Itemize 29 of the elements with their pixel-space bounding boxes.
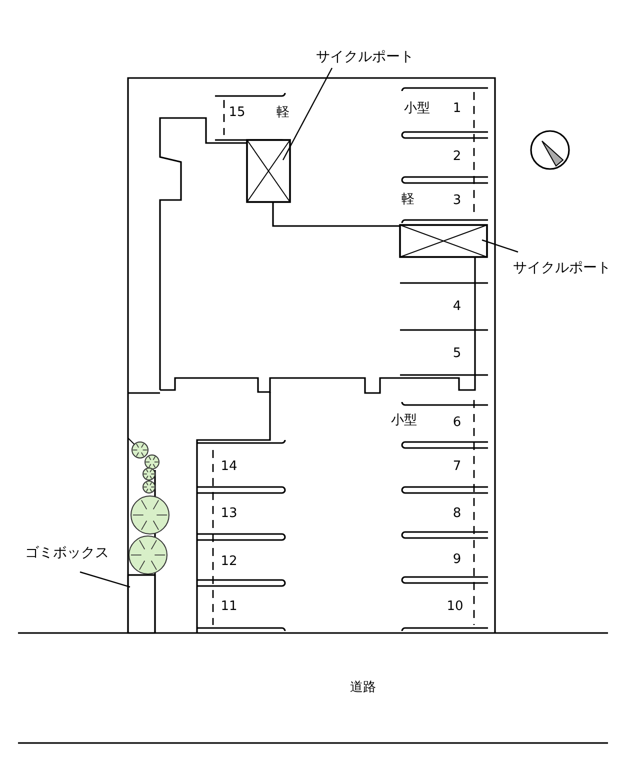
space-number: 14 (220, 459, 238, 475)
space-number: 11 (220, 599, 238, 615)
space-number: 10 (446, 599, 464, 615)
callout-label: サイクルポート (316, 49, 414, 65)
space-number: 5 (452, 346, 462, 362)
space-number: 15 (228, 105, 246, 121)
garbage-box-area (127, 574, 156, 634)
space-number: 9 (452, 552, 462, 568)
space-number: 7 (452, 459, 462, 475)
space-number: 1 (452, 101, 462, 117)
space-type: 小型 (391, 413, 417, 429)
space-type: 軽 (402, 192, 414, 208)
leader-line (482, 239, 518, 253)
cycle-port-box (246, 139, 291, 203)
road-label: 道路 (350, 680, 376, 696)
leader-line (282, 68, 333, 160)
space-number: 2 (452, 149, 462, 165)
space-type: 小型 (404, 101, 430, 117)
leader-line (80, 571, 130, 588)
space-number: 4 (452, 299, 462, 315)
cycle-port-box (399, 224, 488, 258)
space-number: 8 (452, 506, 462, 522)
callout-label: ゴミボックス (25, 545, 109, 561)
space-number: 3 (452, 193, 462, 209)
space-number: 12 (220, 554, 238, 570)
space-type: 軽 (276, 105, 290, 121)
callout-label: サイクルポート (513, 260, 611, 276)
space-number: 6 (452, 415, 462, 431)
space-number: 13 (220, 506, 238, 522)
